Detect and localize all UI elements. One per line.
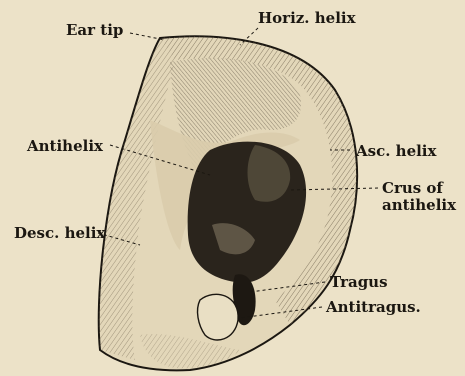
- label-tragus: Tragus: [330, 274, 388, 290]
- label-antihelix: Antihelix: [27, 138, 103, 154]
- label-ear-tip: Ear tip: [66, 22, 123, 38]
- label-horiz-helix: Horiz. helix: [258, 10, 356, 26]
- label-asc-helix: Asc. helix: [356, 143, 436, 159]
- label-crus-of-line1: Crus of: [382, 180, 443, 196]
- label-desc-helix: Desc. helix: [14, 225, 105, 241]
- label-antitragus: Antitragus.: [326, 299, 421, 315]
- label-crus-of-line2: antihelix: [382, 197, 456, 213]
- antitragus-shape: [198, 294, 239, 340]
- leader-ear-tip: [130, 33, 165, 40]
